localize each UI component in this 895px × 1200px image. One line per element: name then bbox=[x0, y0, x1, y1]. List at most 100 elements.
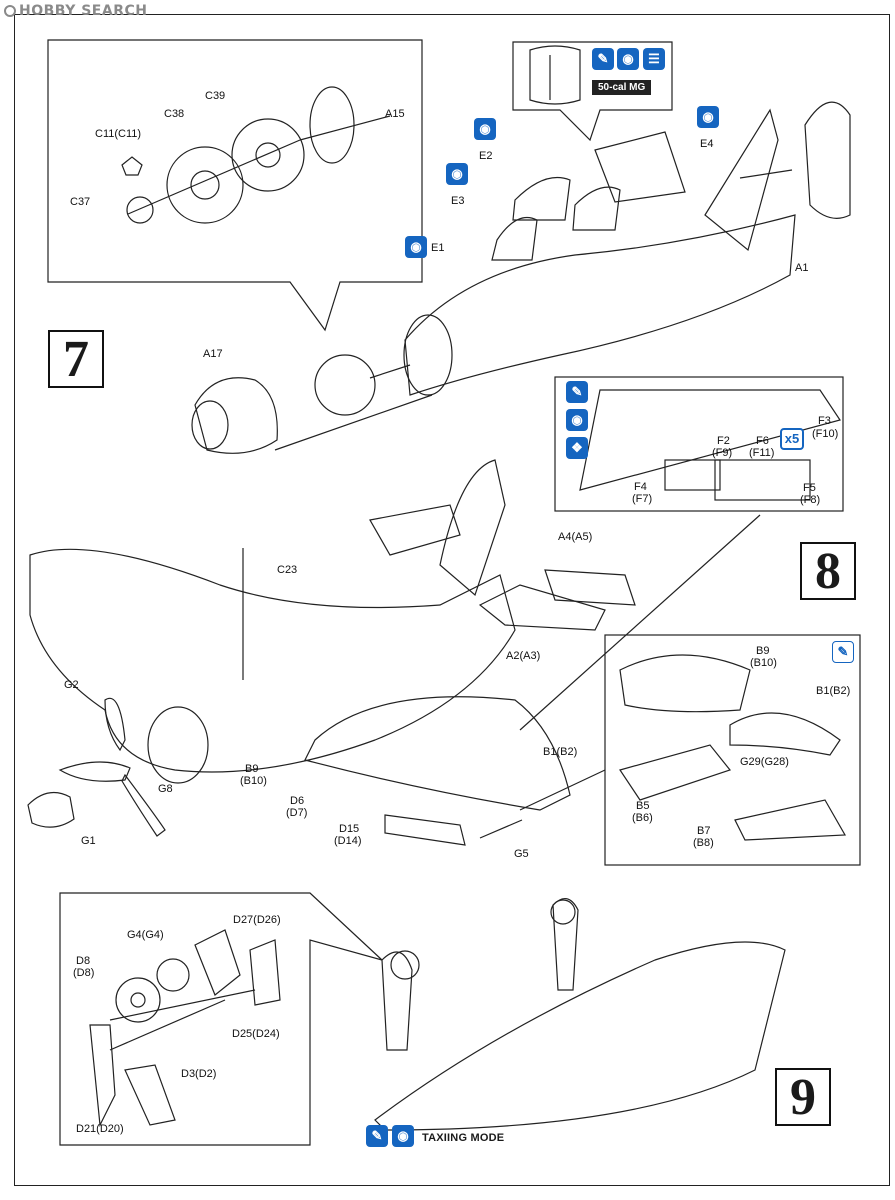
wing-detail-brush-icon: ✎ bbox=[832, 641, 854, 663]
elevator-a4 bbox=[544, 569, 636, 606]
label-d25: D25(D24) bbox=[232, 1028, 280, 1040]
panel-b9 bbox=[619, 654, 751, 713]
engine-step7 bbox=[314, 354, 376, 416]
times-five-icon: x5 bbox=[780, 428, 804, 450]
stabilizer-a2 bbox=[478, 584, 606, 631]
watermark-text: HOBBY SEARCH bbox=[19, 3, 148, 19]
label-g4: G4(G4) bbox=[127, 929, 164, 941]
stripes-icon: ☰ bbox=[643, 48, 665, 70]
label-g29: G29(G28) bbox=[740, 756, 789, 768]
flap-drop-icon: ❖ bbox=[566, 437, 588, 459]
step-number-9: 9 bbox=[775, 1068, 831, 1126]
engine-rear-row bbox=[231, 118, 305, 192]
color-icon: ◉ bbox=[617, 48, 639, 70]
aircraft-underside-step9 bbox=[374, 941, 786, 1131]
label-b7: B7 bbox=[697, 825, 711, 837]
tail-fin-step7 bbox=[704, 108, 779, 252]
gearbox-c37 bbox=[126, 196, 154, 224]
panel-b1 bbox=[729, 712, 841, 756]
gear-callout-box bbox=[59, 892, 383, 1146]
label-d21: D21(D20) bbox=[76, 1123, 124, 1135]
panel-b7 bbox=[734, 799, 847, 841]
label-c37: C37 bbox=[70, 196, 91, 208]
wheel-d8 bbox=[115, 977, 161, 1023]
label-e2: E2 bbox=[479, 150, 493, 162]
canopy-e4 bbox=[594, 131, 686, 203]
tire-g4 bbox=[156, 958, 190, 992]
mg-detail bbox=[529, 45, 581, 105]
engine-callout-box bbox=[47, 39, 423, 332]
flaps-callout-box bbox=[554, 376, 844, 512]
label-f6: F6 bbox=[756, 435, 769, 447]
label-a15: A15 bbox=[385, 108, 405, 120]
label-f4-alt: (F7) bbox=[632, 493, 653, 505]
label-e4: E4 bbox=[700, 138, 714, 150]
label-e3: E3 bbox=[451, 195, 465, 207]
label-b9-detail-alt: (B10) bbox=[750, 657, 777, 669]
aircraft-step8 bbox=[29, 548, 516, 773]
canopy-e3 bbox=[512, 176, 571, 221]
mg-callout-box bbox=[512, 41, 673, 142]
prop-blade-left bbox=[58, 761, 131, 782]
label-f6-alt: (F11) bbox=[749, 447, 775, 459]
label-b5-alt: (B6) bbox=[632, 812, 653, 824]
flap-brush-icon: ✎ bbox=[566, 381, 588, 403]
label-c11: C11(C11) bbox=[95, 128, 142, 140]
label-b9-alt: (B10) bbox=[240, 775, 267, 787]
label-b9-detail: B9 bbox=[756, 645, 770, 657]
panel-b5 bbox=[619, 744, 732, 801]
gear-leg-left bbox=[381, 951, 413, 1051]
label-a1: A1 bbox=[795, 262, 809, 274]
label-b9: B9 bbox=[245, 763, 259, 775]
label-a4: A4(A5) bbox=[558, 531, 593, 543]
canopy-e1-color-icon: ◉ bbox=[405, 236, 427, 258]
part-c11 bbox=[121, 156, 143, 176]
label-f5-alt: (F8) bbox=[800, 494, 821, 506]
wing-detail-callout-box bbox=[604, 634, 861, 866]
taxi-brush-icon: ✎ bbox=[366, 1125, 388, 1147]
label-c23: C23 bbox=[277, 564, 298, 576]
label-a2: A2(A3) bbox=[506, 650, 541, 662]
label-d27: D27(D26) bbox=[233, 914, 281, 926]
stabilizer-left bbox=[369, 504, 461, 556]
canopy-e3-color-icon: ◉ bbox=[446, 163, 468, 185]
flap-color-icon: ◉ bbox=[566, 409, 588, 431]
door-d25 bbox=[249, 939, 281, 1006]
canopy-e2-color-icon: ◉ bbox=[474, 118, 496, 140]
mg-tag: 50-cal MG bbox=[592, 80, 652, 95]
label-d15: D15 bbox=[339, 823, 360, 835]
label-d15-alt: (D14) bbox=[334, 835, 362, 847]
taxiing-mode-label: TAXIING MODE bbox=[422, 1132, 505, 1144]
label-d6-alt: (D7) bbox=[286, 807, 308, 819]
label-b5: B5 bbox=[636, 800, 650, 812]
cowl-step8 bbox=[147, 706, 209, 784]
label-f3: F3 bbox=[818, 415, 831, 427]
label-c38: C38 bbox=[164, 108, 185, 120]
watermark: HOBBY SEARCH bbox=[4, 3, 147, 19]
label-g8: G8 bbox=[158, 783, 173, 795]
label-f5: F5 bbox=[803, 482, 816, 494]
label-f3-alt: (F10) bbox=[812, 428, 839, 440]
flap-d15 bbox=[384, 814, 466, 846]
watermark-logo-icon bbox=[4, 5, 16, 17]
label-b1: B1(B2) bbox=[543, 746, 578, 758]
label-c39: C39 bbox=[205, 90, 226, 102]
strut-d21 bbox=[89, 1024, 116, 1128]
canopy-e1 bbox=[491, 216, 538, 261]
canopy-e4-color-icon: ◉ bbox=[697, 106, 719, 128]
page-frame bbox=[14, 14, 890, 1186]
label-d8-alt: (D8) bbox=[73, 967, 95, 979]
step-number-7: 7 bbox=[48, 330, 104, 388]
taxi-color-icon: ◉ bbox=[392, 1125, 414, 1147]
label-g1: G1 bbox=[81, 835, 96, 847]
rudder-a1 bbox=[804, 101, 851, 219]
label-d3: D3(D2) bbox=[181, 1068, 217, 1080]
prop-blade-bottom bbox=[121, 773, 166, 837]
fuselage-step7 bbox=[404, 214, 796, 396]
label-g5: G5 bbox=[514, 848, 529, 860]
prop-blade-top bbox=[104, 697, 126, 752]
label-e1: E1 bbox=[431, 242, 445, 254]
part-d3 bbox=[124, 1064, 176, 1126]
tail-fin-step8 bbox=[439, 459, 506, 597]
